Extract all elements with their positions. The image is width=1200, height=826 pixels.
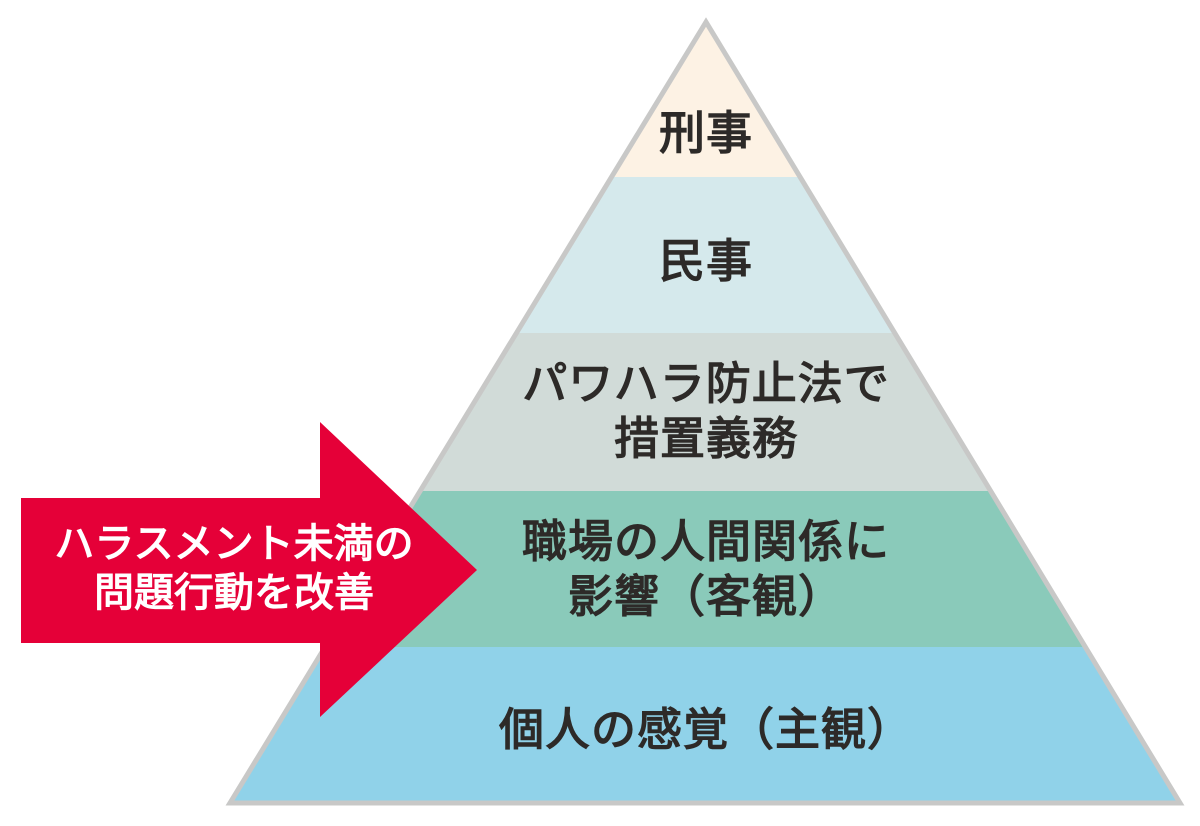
pyramid-level-band-personal-feeling: [230, 647, 1180, 803]
pyramid-level-label-line: 措置義務: [613, 413, 798, 464]
pyramid-outline: [225, 17, 1185, 806]
pyramid-level-label-line: 影響（客観）: [567, 571, 845, 622]
improvement-arrow-label-line: 問題行動を改善: [93, 571, 374, 615]
improvement-arrow-shape: [21, 422, 477, 717]
pyramid-level-label-workplace-relations: 職場の人間関係に 影響（客観）: [522, 514, 890, 624]
pyramid-level-label-prevention-law-duty: パワハラ防止法で 措置義務: [522, 356, 890, 466]
pyramid-level-label-personal-feeling: 個人の感覚（主観）: [499, 706, 913, 754]
pyramid-level-label-line: 刑事: [659, 107, 753, 159]
pyramid-level-label-criminal: 刑事: [659, 108, 753, 158]
pyramid-level-label-line: 民事: [659, 235, 753, 287]
improvement-arrow-label-line: ハラスメント未満の: [54, 522, 414, 566]
improvement-arrow-label: ハラスメント未満の 問題行動を改善: [54, 520, 413, 618]
pyramid-level-label-civil: 民事: [659, 236, 753, 286]
pyramid-level-label-line: 個人の感覚（主観）: [498, 704, 914, 755]
pyramid-level-label-line: パワハラ防止法で: [522, 358, 890, 409]
pyramid-level-label-line: 職場の人間関係に: [521, 516, 891, 567]
